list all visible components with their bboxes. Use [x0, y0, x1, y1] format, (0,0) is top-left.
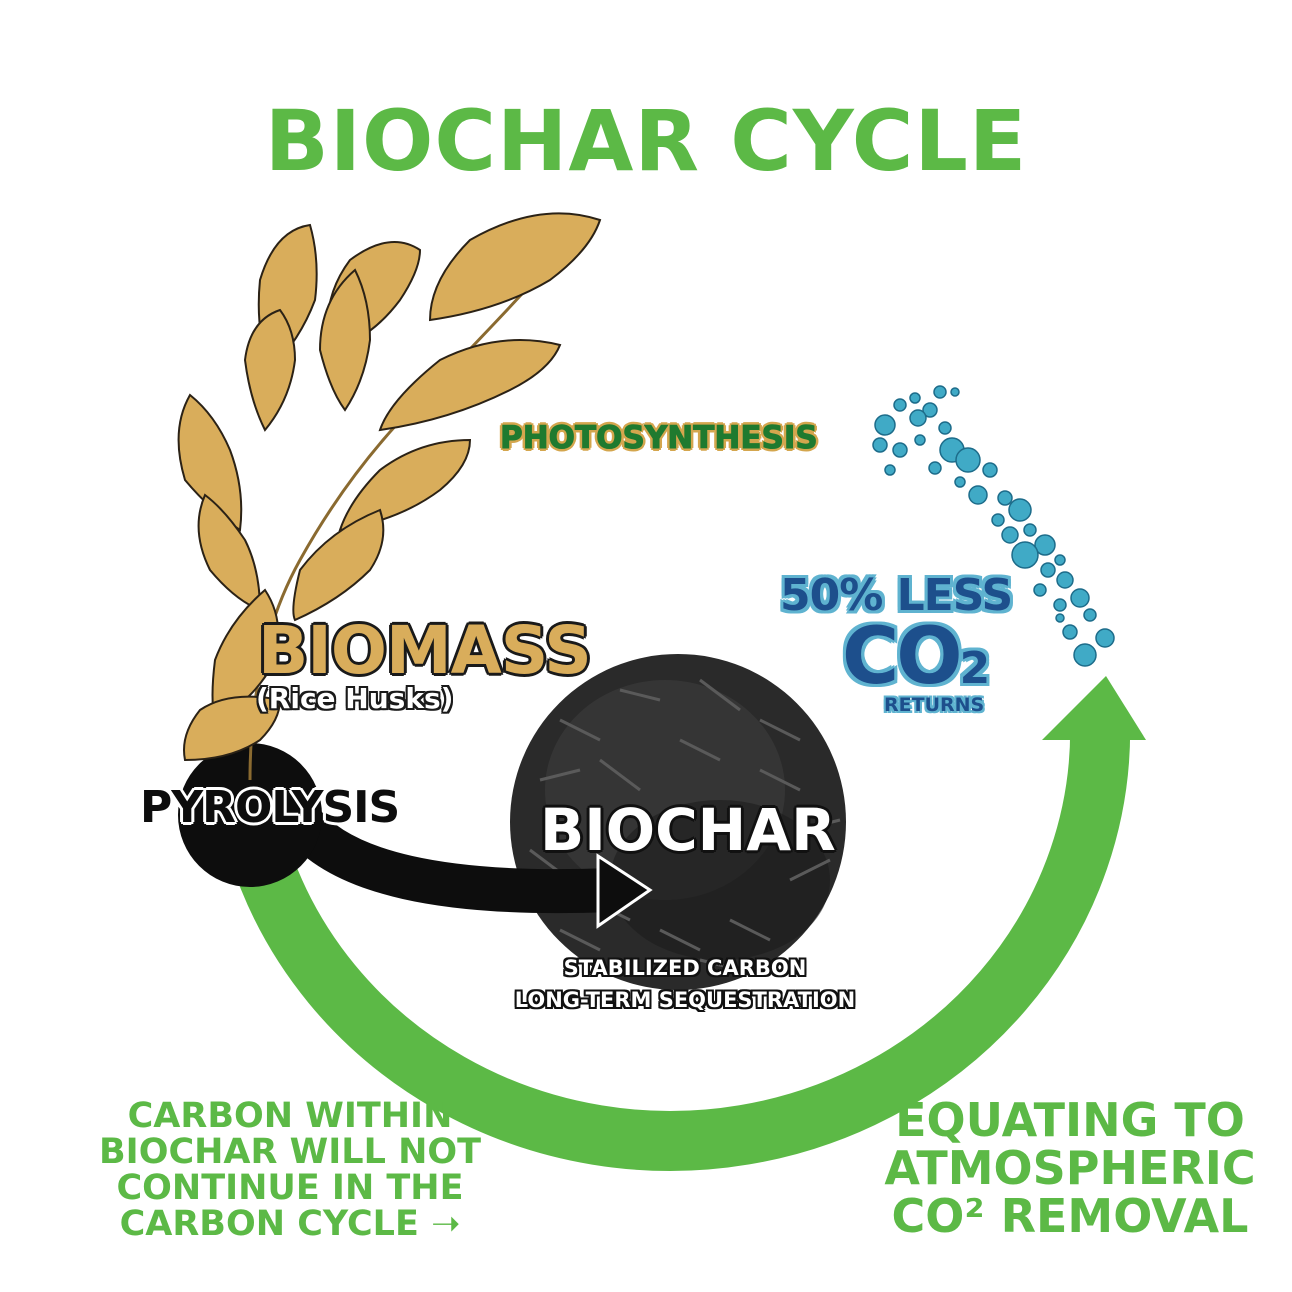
pyrolysis-arrow [282, 806, 653, 929]
pyrolysis-circle [178, 743, 322, 887]
cycle-arc [233, 719, 1131, 1171]
co2-bubbles [872, 385, 1115, 667]
cycle-arrowhead [1042, 676, 1146, 740]
rice-plant [177, 212, 602, 781]
right-note-line: ATMOSPHERIC [884, 1141, 1256, 1195]
left-note-line: CARBON WITHIN [127, 1096, 453, 1136]
pyrolysis-label: PYROLYSIS [140, 782, 400, 833]
sequestration-label: LONG-TERM SEQUESTRATION [514, 988, 856, 1012]
left-note-line: CONTINUE IN THE [116, 1168, 464, 1208]
co2-subscript: 2 [959, 643, 991, 694]
co2-main: CO [842, 612, 963, 702]
right-note: EQUATING TO ATMOSPHERIC CO² REMOVAL [860, 1096, 1280, 1240]
biomass-sublabel: (Rice Husks) [256, 682, 454, 715]
less-co2-label: 50% LESS [780, 570, 1013, 621]
left-note-line: BIOCHAR WILL NOT [99, 1132, 481, 1172]
left-note: CARBON WITHIN BIOCHAR WILL NOT CONTINUE … [80, 1098, 500, 1242]
stabilized-carbon-label: STABILIZED CARBON [563, 956, 807, 980]
biochar-pile [510, 654, 846, 990]
left-note-line: CARBON CYCLE ➝ [119, 1204, 461, 1244]
page-title: BIOCHAR CYCLE [264, 92, 1028, 190]
right-note-line: EQUATING TO [895, 1093, 1245, 1147]
co2-label: CO2 [842, 612, 991, 702]
right-note-line: CO² REMOVAL [891, 1189, 1249, 1243]
biochar-label: BIOCHAR [540, 796, 836, 864]
biomass-label: BIOMASS [258, 612, 592, 689]
photosynthesis-label: PHOTOSYNTHESIS [500, 420, 819, 457]
returns-label: RETURNS [884, 694, 985, 716]
